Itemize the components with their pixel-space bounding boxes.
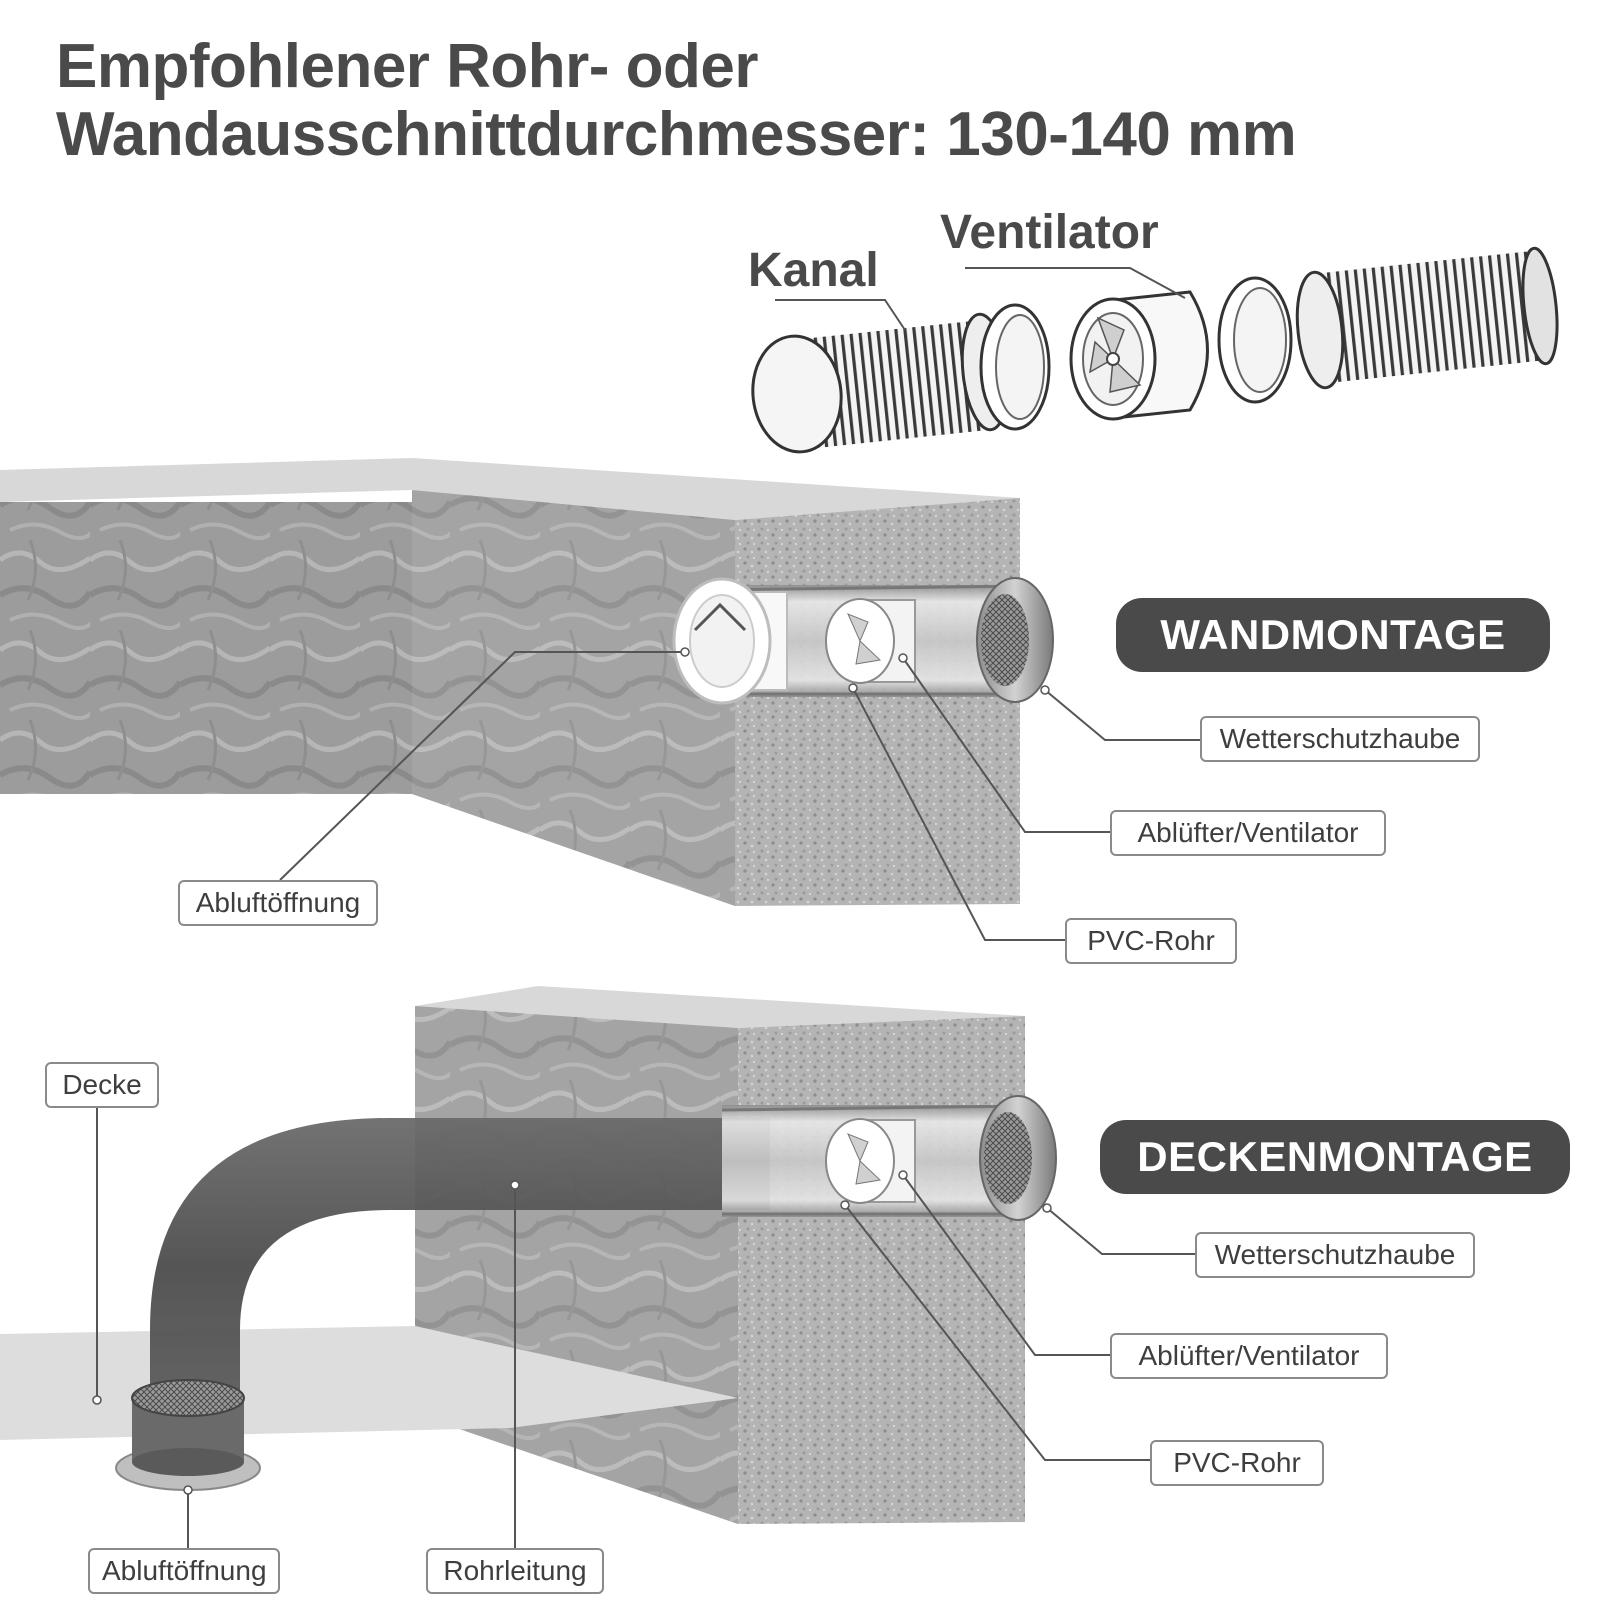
title-line-2: Wandausschnittdurchmesser: 130-140 mm [56, 100, 1297, 169]
exhaust-vent-ceiling [115, 1379, 261, 1491]
flex-duct-right [1295, 246, 1559, 390]
fan-in-pipe-wall [825, 598, 916, 684]
callout-pvc-pipe-wall: PVC-Rohr [1065, 918, 1237, 964]
leader-weather-hood-ceiling [1046, 1207, 1195, 1255]
callout-weather-hood-ceiling: Wetterschutzhaube [1195, 1232, 1475, 1278]
leader-fan-ceiling [902, 1174, 1110, 1356]
callout-pvc-pipe-ceiling: PVC-Rohr [1150, 1440, 1324, 1486]
wall-face-return [412, 490, 735, 906]
title-line-1: Empfohlener Rohr- oder [56, 32, 759, 101]
wall-mount-badge: WANDMONTAGE [1116, 598, 1550, 672]
callout-pipeline: Rohrleitung [426, 1548, 604, 1594]
callout-weather-hood-wall: Wetterschutzhaube [1200, 716, 1480, 762]
inline-fan-unit [1069, 290, 1209, 421]
weather-hood-wall [976, 577, 1054, 703]
callout-ceiling: Decke [45, 1062, 159, 1108]
callout-exhaust-fan-wall: Ablüfter/Ventilator [1110, 810, 1386, 856]
leader-fan-wall [902, 657, 1110, 833]
ceiling-mount-badge: DECKENMONTAGE [1100, 1120, 1570, 1194]
collar-ring-left [979, 303, 1051, 431]
exhaust-vent-wall [672, 577, 788, 705]
collar-ring-right [1217, 276, 1293, 404]
part-label-ventilator: Ventilator [940, 206, 1159, 259]
wall-mount-scene [0, 458, 1200, 941]
leader-pvc-wall [852, 687, 1065, 941]
callout-exhaust-opening-wall: Abluftöffnung [178, 880, 378, 926]
ventilator-leader-line [965, 267, 1186, 299]
callout-exhaust-opening-ceiling: Abluftöffnung [88, 1548, 280, 1594]
wall-cut-face [735, 498, 1020, 906]
flex-duct-left [751, 312, 1010, 454]
duct-pipeline-dark [150, 1118, 770, 1420]
callout-exhaust-fan-ceiling: Ablüfter/Ventilator [1110, 1333, 1388, 1379]
fan-in-pipe-ceiling [825, 1118, 916, 1204]
ceiling-mount-scene [0, 986, 1195, 1548]
leader-weather-hood-wall [1044, 689, 1200, 741]
wall-face-left [0, 502, 412, 794]
leader-pvc-ceiling [844, 1204, 1150, 1461]
ceiling-wall-cut [738, 1016, 1025, 1524]
weather-hood-ceiling [979, 1095, 1057, 1221]
kanal-leader-line [775, 299, 906, 331]
leader-exhaust-opening-wall [279, 651, 685, 881]
exploded-parts-group [751, 246, 1559, 454]
ceiling-wall-face [415, 1006, 738, 1524]
part-label-kanal: Kanal [748, 244, 879, 297]
ceiling-wall-top [415, 986, 1025, 1028]
wall-top-surface [0, 458, 1020, 520]
